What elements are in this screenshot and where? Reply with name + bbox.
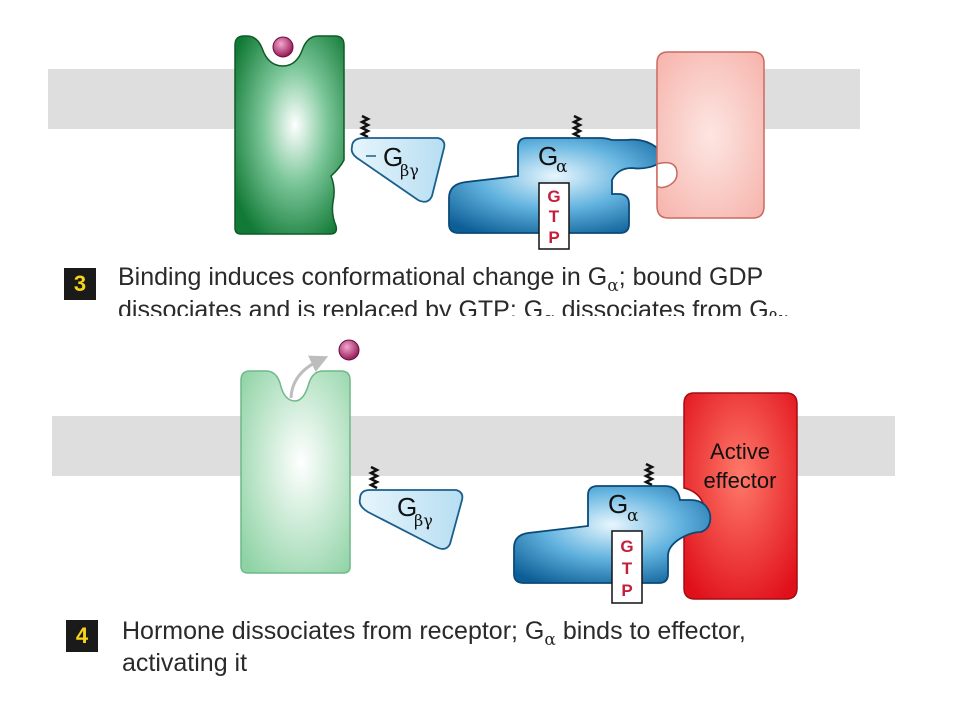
caption-text: binds to effector, — [555, 617, 746, 645]
caption-text: Hormone dissociates from receptor; G — [122, 617, 545, 645]
effector-label: Active — [710, 439, 770, 464]
gtp-letter: T — [549, 207, 560, 226]
g-beta-gamma-dashes — [366, 155, 376, 157]
g-beta-gamma — [358, 489, 464, 550]
step-badge: 3 — [64, 268, 96, 300]
g-alpha-label: G — [538, 141, 558, 171]
gtp-slot — [538, 182, 570, 250]
caption-subscript: α — [543, 309, 554, 316]
g-beta-gamma — [350, 137, 446, 203]
g-alpha-label: G — [608, 489, 628, 519]
caption-line: Hormone dissociates from receptor; Gα bi… — [122, 616, 746, 655]
receptor-inactive — [240, 370, 351, 574]
lipid-anchor — [368, 465, 380, 490]
caption-subscript: α — [607, 276, 619, 296]
lipid-anchor — [571, 114, 583, 139]
step-badge: 4 — [66, 620, 98, 652]
g-beta-gamma-label: G — [383, 142, 403, 172]
caption-line: activating it — [122, 648, 247, 678]
gtp-letter: P — [548, 228, 559, 247]
effector-notch — [656, 161, 678, 189]
caption-text: dissociates and is replaced by GTP; G — [118, 296, 544, 316]
receptor-active — [234, 35, 345, 235]
g-alpha-subscript: α — [556, 157, 568, 177]
effector-label: effector — [704, 468, 777, 493]
effector-inactive — [656, 51, 765, 219]
caption-line: Binding induces conformational change in… — [118, 262, 763, 301]
caption-subscript: α — [544, 630, 556, 650]
gtp-letter: G — [547, 187, 560, 206]
lipid-anchor — [643, 462, 655, 487]
g-beta-gamma-subscript: βγ — [400, 161, 419, 180]
gtp-letter: P — [621, 581, 632, 600]
gtp-slot — [611, 530, 643, 604]
caption-subscript: βγ — [769, 309, 789, 316]
gtp-letter: G — [620, 537, 633, 556]
lipid-anchor — [359, 114, 371, 139]
hormone-free — [338, 339, 360, 361]
g-beta-gamma-subscript: βγ — [414, 511, 433, 530]
caption-panel3: Binding induces conformational change in… — [118, 262, 938, 316]
caption-text: ; bound GDP — [618, 263, 764, 291]
caption-text: dissociates from G — [554, 296, 769, 316]
hormone-release-arrow — [289, 355, 329, 399]
effector-active — [683, 392, 798, 600]
caption-text: activating it — [122, 649, 248, 677]
caption-line: dissociates and is replaced by GTP; Gα d… — [118, 295, 789, 316]
g-alpha-subscript: α — [627, 506, 639, 526]
hormone-bound — [272, 36, 294, 58]
g-beta-gamma-label: G — [397, 492, 417, 522]
caption-text: Binding induces conformational change in… — [118, 263, 608, 291]
gtp-letter: T — [622, 559, 633, 578]
